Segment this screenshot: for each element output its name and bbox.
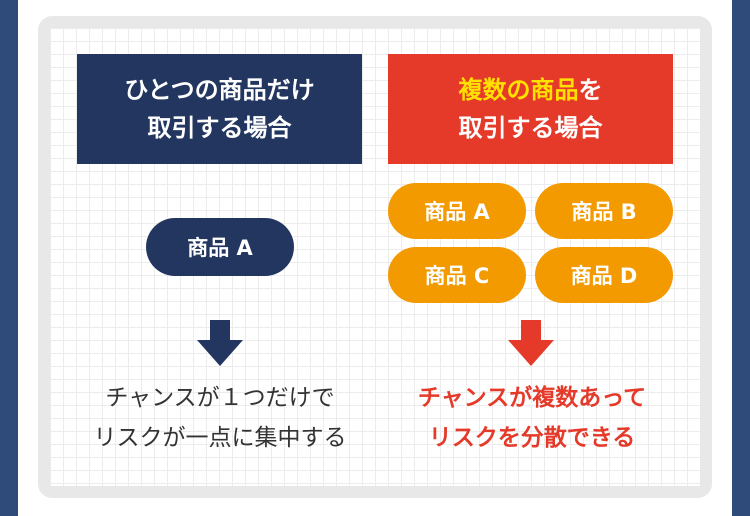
- single-caption-line2: リスクが一点に集中する: [93, 425, 347, 451]
- product-d-pill: 商品 D: [535, 247, 673, 303]
- arrow-down-icon: [197, 320, 243, 366]
- product-a-pill-single: 商品 A: [146, 218, 294, 276]
- single-product-caption: チャンスが１つだけで リスクが一点に集中する: [62, 378, 378, 458]
- arrow-down-icon: [508, 320, 554, 366]
- multi-header-highlight: 複数の商品: [458, 76, 579, 104]
- multi-product-caption: チャンスが複数あって リスクを分散できる: [384, 378, 680, 458]
- multi-caption-line1: チャンスが複数あって: [417, 385, 647, 411]
- single-header-line2: 取引する場合: [147, 114, 292, 142]
- product-a-pill: 商品 A: [388, 183, 526, 239]
- product-b-pill: 商品 B: [535, 183, 673, 239]
- single-caption-line1: チャンスが１つだけで: [105, 385, 335, 411]
- multi-header-line1: 複数の商品を: [459, 71, 603, 109]
- multi-product-header: 複数の商品を 取引する場合: [388, 54, 673, 164]
- multi-header-line2: 取引する場合: [458, 114, 603, 142]
- multi-caption-line2: リスクを分散できる: [428, 425, 636, 451]
- single-product-header: ひとつの商品だけ 取引する場合: [77, 54, 362, 164]
- multi-header-suffix: を: [578, 76, 603, 104]
- product-c-pill: 商品 C: [388, 247, 526, 303]
- single-header-line1: ひとつの商品だけ: [124, 76, 315, 104]
